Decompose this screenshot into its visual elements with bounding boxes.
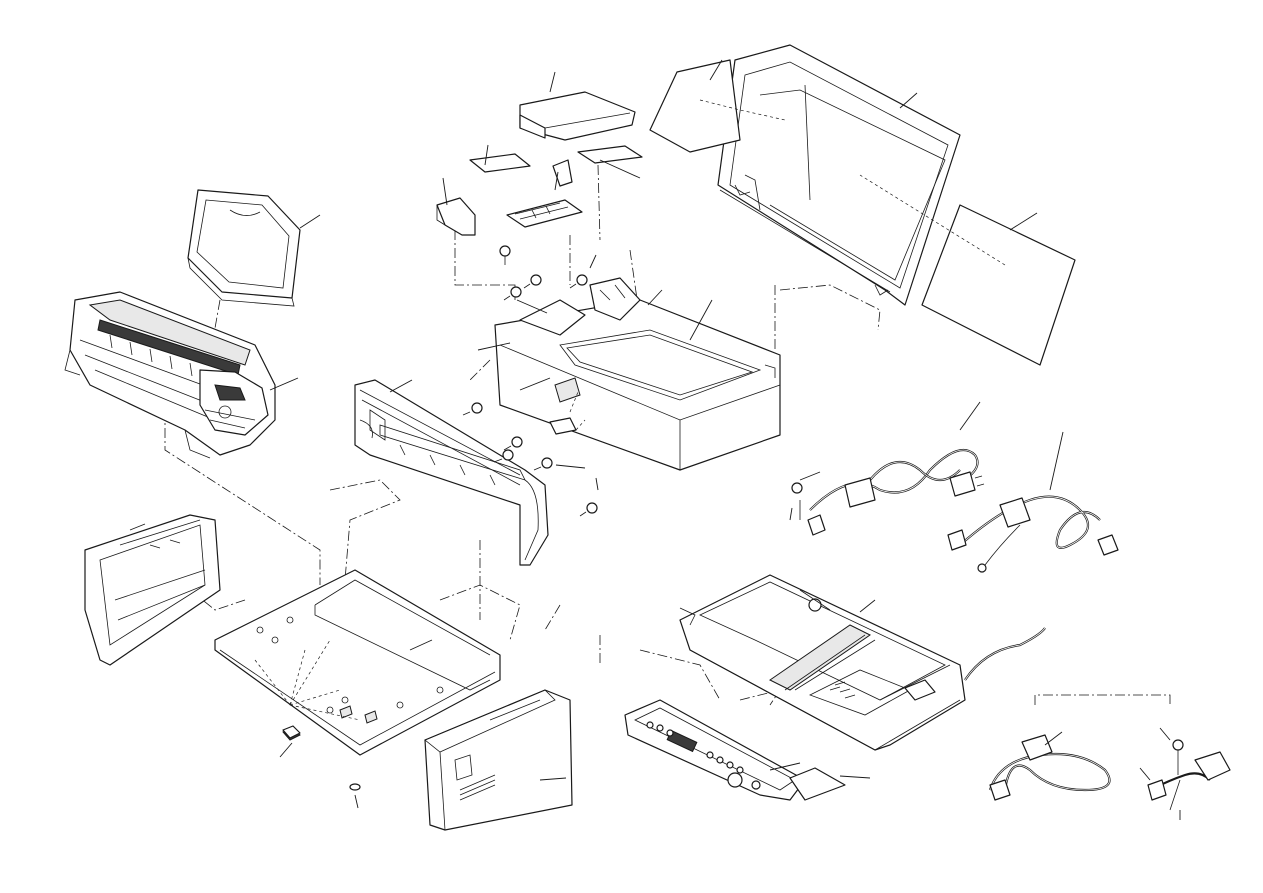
document-guide [436, 91, 643, 236]
panel-label [549, 391, 586, 435]
lid-sheet [859, 174, 1076, 366]
panel-sheet [789, 767, 846, 801]
foot-link-lines [254, 639, 361, 721]
scanner-unit [717, 44, 961, 306]
leader-lines [129, 59, 1181, 820]
screw-1 [462, 402, 483, 416]
screw-8 [503, 286, 522, 301]
document-tray [187, 189, 301, 307]
left-side-frame [354, 379, 549, 566]
rubber-foot [282, 725, 301, 741]
operation-panel [624, 699, 806, 801]
power-cord-export [947, 495, 1119, 573]
assembly-guide-lines [164, 164, 1171, 706]
power-cord [791, 448, 985, 536]
screw-9 [569, 274, 588, 289]
print-engine [64, 291, 276, 459]
screw-4 [533, 457, 553, 471]
accessory-set [988, 734, 1231, 811]
screw-6 [499, 245, 511, 265]
scanner-chassis [679, 574, 1046, 751]
clip [349, 783, 361, 791]
screw-5 [579, 502, 598, 517]
base-plate [214, 569, 501, 756]
screw-2 [503, 436, 523, 451]
screws [462, 245, 598, 517]
front-cover [424, 689, 573, 831]
screw-7 [523, 274, 542, 289]
left-cover [84, 514, 221, 666]
screw-3 [493, 449, 514, 463]
scanner-cover [494, 277, 781, 471]
